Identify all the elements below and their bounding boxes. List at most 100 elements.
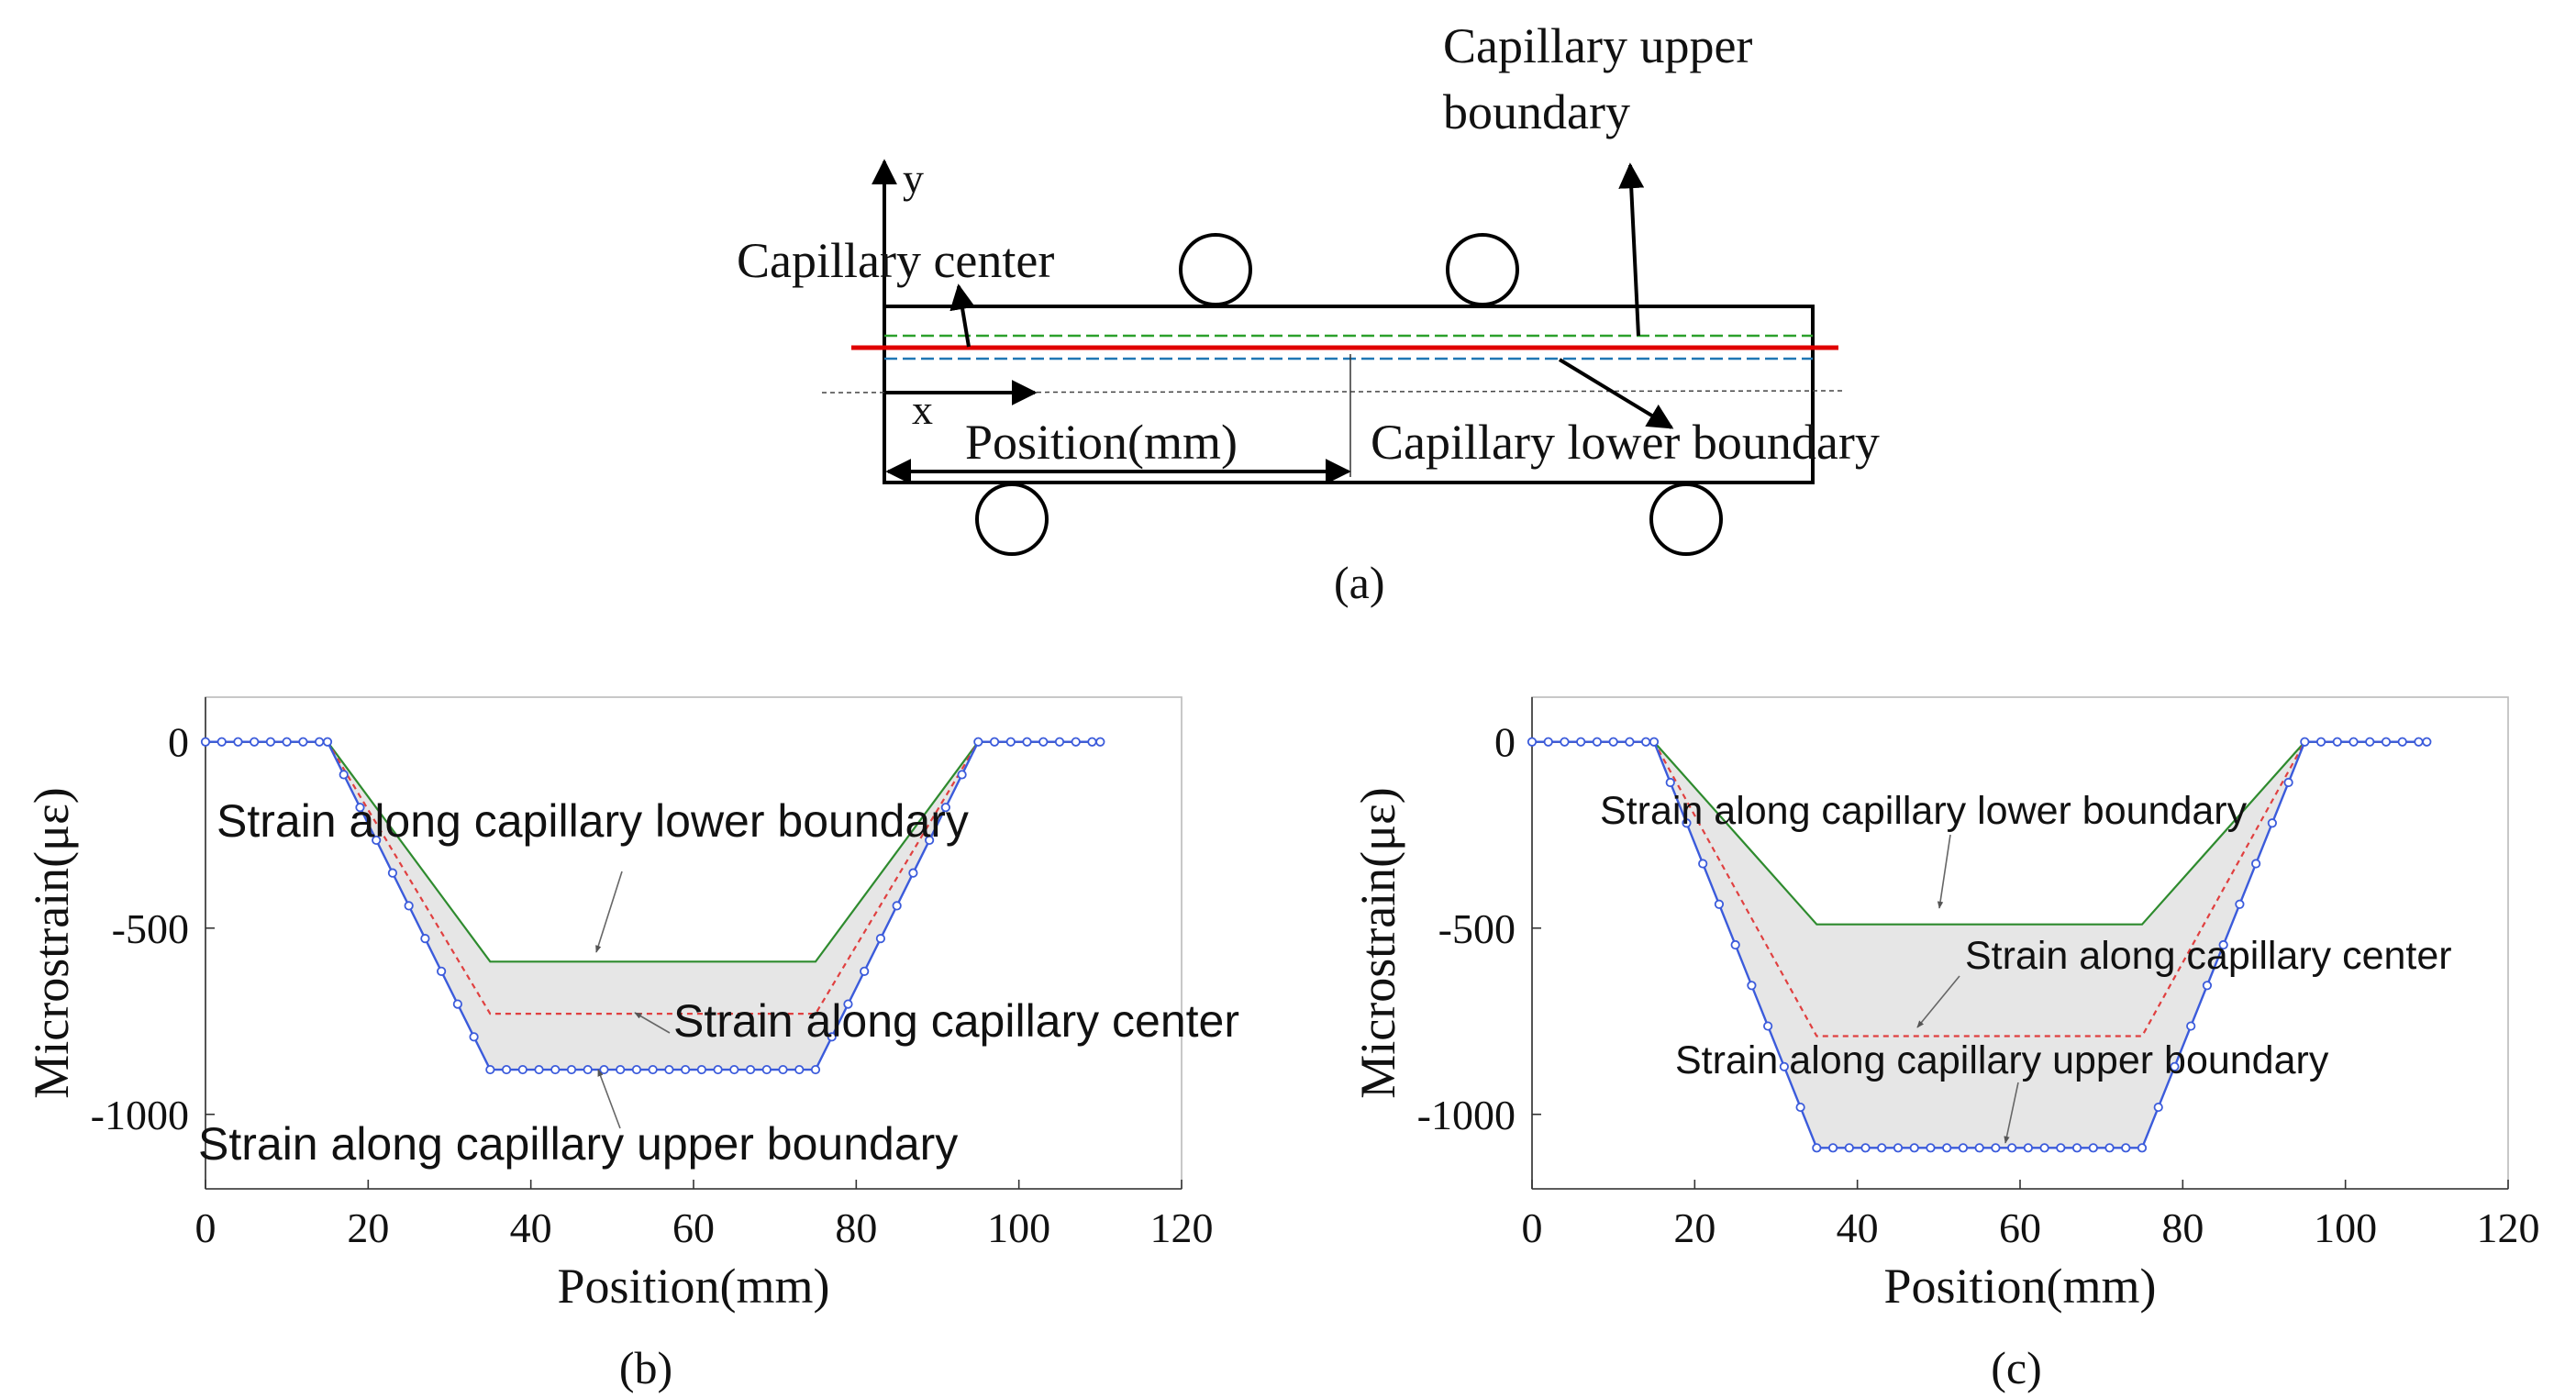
series-marker — [2283, 777, 2293, 788]
series-marker — [1665, 777, 1675, 788]
annotation-label: Strain along capillary upper boundary — [198, 1118, 958, 1170]
series-marker — [957, 770, 967, 780]
series-marker — [420, 934, 430, 944]
series-marker — [2007, 1143, 2017, 1153]
series-marker — [1812, 1143, 1822, 1153]
panel-caption: (b) — [619, 1342, 672, 1393]
annotation-pointer — [634, 1012, 671, 1034]
series-marker — [282, 737, 292, 747]
series-marker — [566, 1064, 577, 1075]
series-marker — [485, 1064, 495, 1075]
annotation-label: Strain along capillary upper boundary — [1675, 1038, 2329, 1082]
plot-frame — [205, 696, 1183, 1190]
series-marker — [2137, 1143, 2148, 1153]
series-marker — [1543, 737, 1553, 747]
series-marker — [1071, 737, 1081, 747]
series-marker — [2088, 1143, 2098, 1153]
series-marker — [1991, 1143, 2001, 1153]
panel-a-caption: (a) — [1334, 557, 1385, 608]
series-marker — [2202, 981, 2213, 991]
position-label: Position(mm) — [965, 415, 1238, 470]
series-marker — [501, 1064, 512, 1075]
series-marker — [2251, 859, 2261, 869]
series-marker — [1592, 737, 1603, 747]
series-marker — [761, 1064, 772, 1075]
series-marker — [1926, 1143, 1936, 1153]
support-roller-top-left — [1179, 233, 1252, 306]
x-tick-label: 80 — [835, 1204, 877, 1251]
series-marker — [2218, 939, 2228, 950]
x-tick-label: 60 — [672, 1204, 715, 1251]
series-marker — [550, 1064, 561, 1075]
x-tick-label: 60 — [1999, 1204, 2041, 1251]
lower-boundary-label: Capillary lower boundary — [1371, 415, 1880, 470]
annotation-label: Strain along capillary center — [1965, 934, 2452, 978]
series-marker — [2170, 1061, 2180, 1071]
panel-caption: (c) — [1991, 1342, 2042, 1393]
series-marker — [2332, 737, 2342, 747]
series-marker — [298, 737, 308, 747]
series-marker — [217, 737, 227, 747]
x-tick-label: 80 — [2161, 1204, 2204, 1251]
x-tick-label: 20 — [1673, 1204, 1715, 1251]
series-marker — [1625, 737, 1635, 747]
x-axis-label: x — [912, 386, 933, 433]
y-axis-title: Microstrain(με) — [24, 787, 79, 1099]
capillary-center-pointer — [949, 283, 975, 348]
x-tick-label: 100 — [987, 1204, 1050, 1251]
series-marker — [696, 1064, 706, 1075]
annotation-label: Strain along capillary center — [673, 995, 1239, 1047]
annotation-pointer — [2004, 1082, 2019, 1144]
series-marker — [1795, 1102, 1805, 1113]
y-axis-label: y — [903, 155, 924, 202]
annotation-pointer — [1937, 834, 1951, 909]
series-marker — [1714, 899, 1725, 909]
series-marker — [1877, 1143, 1887, 1153]
upper-boundary-label-line1: Capillary upper — [1443, 18, 1752, 73]
series-marker — [940, 803, 950, 813]
series-marker — [339, 770, 349, 780]
x-tick-label: 120 — [2477, 1204, 2540, 1251]
series-marker — [2397, 737, 2407, 747]
series-marker — [1909, 1143, 1919, 1153]
series-marker — [322, 737, 333, 747]
series-marker — [616, 1064, 626, 1075]
series-marker — [778, 1064, 788, 1075]
series-marker — [534, 1064, 544, 1075]
series-marker — [843, 999, 853, 1009]
fill-between-area — [205, 741, 1101, 1071]
series-marker — [794, 1064, 805, 1075]
fill-between-area — [1532, 741, 2427, 1148]
series-marker — [1682, 818, 1692, 828]
series-marker — [355, 803, 365, 813]
y-tick-label: -1000 — [91, 1092, 189, 1138]
series-marker — [1698, 859, 1708, 869]
series-marker — [437, 966, 447, 976]
series-marker — [1576, 737, 1586, 747]
series-marker — [1730, 939, 1740, 950]
series-marker — [648, 1064, 658, 1075]
series-marker — [404, 901, 414, 911]
annotation-pointer — [595, 871, 623, 953]
series-marker — [892, 901, 902, 911]
series-marker — [1974, 1143, 1984, 1153]
series-marker — [599, 1064, 609, 1075]
schematic-panel-a: y x Position(mm) Capillary center Capill… — [737, 18, 1880, 608]
series-marker — [729, 1064, 739, 1075]
series-marker — [452, 999, 462, 1009]
series-marker — [2153, 1102, 2163, 1113]
y-tick-label: 0 — [168, 719, 189, 766]
series-marker — [387, 868, 398, 878]
annotation-pointer — [597, 1069, 621, 1129]
series-marker — [1038, 737, 1049, 747]
annotation-label: Strain along capillary lower boundary — [217, 795, 969, 847]
series-marker — [2121, 1143, 2131, 1153]
series-marker — [1763, 1021, 1773, 1031]
series-marker — [2104, 1143, 2115, 1153]
series-marker — [2056, 1143, 2066, 1153]
series-marker — [1779, 1061, 1789, 1071]
series-marker — [664, 1064, 674, 1075]
x-tick-label: 0 — [195, 1204, 217, 1251]
series-marker — [860, 966, 870, 976]
